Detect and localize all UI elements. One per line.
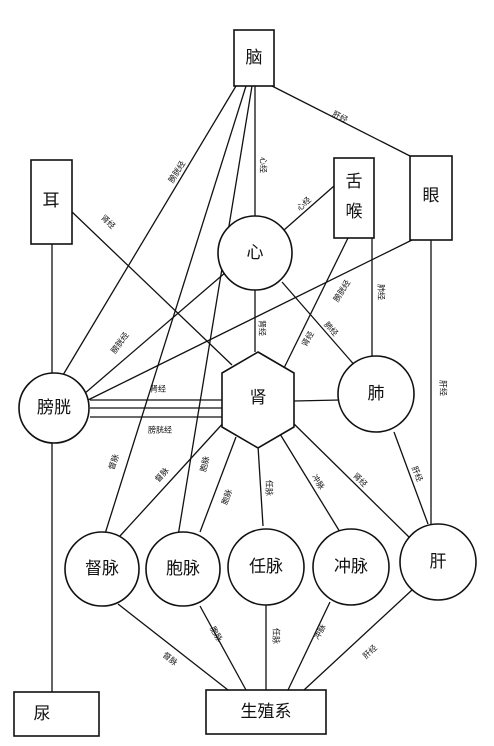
- link-dumai-reproductive: [117, 603, 229, 691]
- node-urine: 尿: [13, 691, 100, 737]
- node-du-mai-label: 督脉: [85, 559, 119, 579]
- node-tongue-label: 舌: [346, 172, 363, 192]
- connections: [51, 85, 432, 692]
- link-brain-eye: [271, 85, 411, 157]
- edge-label-kidney-renmai: 任脉: [265, 480, 275, 496]
- node-heart: 心: [217, 215, 293, 291]
- node-lung-label: 肺: [368, 384, 385, 404]
- node-reproductive: 生殖系: [205, 689, 327, 735]
- edge-label-eye-liver: 肝经: [439, 380, 449, 396]
- node-kidney: 肾: [221, 351, 295, 449]
- link-brain-dumai: [103, 85, 247, 538]
- node-bao-mai: 胞脉: [145, 531, 221, 607]
- node-ear: 耳: [30, 159, 73, 245]
- edge-label-brain-baomai: 胞脉: [198, 455, 212, 473]
- link-brain-baomai: [177, 85, 253, 537]
- link-kidney-renmai: [257, 445, 264, 527]
- node-ear-label: 耳: [43, 191, 60, 211]
- node-bladder: 膀胱: [18, 372, 90, 444]
- edge-label-renmai-reproductive: 任脉: [272, 628, 282, 644]
- edge-label-ear-kidney: 肾经: [99, 212, 117, 230]
- node-chong-mai-label: 冲脉: [334, 557, 368, 577]
- node-lung: 肺: [337, 355, 415, 433]
- node-throat-label: 喉: [346, 202, 363, 222]
- edge-label-tongue-lung: 肺经: [377, 284, 387, 300]
- edge-label-kidney-liver: 肾经: [351, 470, 369, 488]
- edge-label-brain-heart: 心经: [259, 157, 269, 173]
- link-liver-reproductive: [303, 589, 413, 691]
- link-brain-bladder: [59, 85, 237, 381]
- edge-label-heart-lung: 肺经: [322, 319, 340, 338]
- node-eye: 眼: [409, 155, 453, 241]
- node-bladder-label: 膀胱: [37, 398, 71, 418]
- edge-label-kidney-dumai: 督脉: [153, 465, 171, 484]
- link-tongue-kidney: [283, 237, 349, 369]
- edge-label-bladder-kidney-bottom: 膀胱经: [148, 425, 172, 435]
- link-kidney-dumai: [119, 419, 227, 537]
- link-chongmai-reproductive: [287, 601, 331, 691]
- edge-label-kidney-chongmai: 冲脉: [310, 472, 327, 491]
- node-kidney-label: 肾: [250, 388, 267, 408]
- edge-label-brain-eye: 肝经: [331, 108, 350, 124]
- node-tongue-throat: 舌 喉: [333, 157, 375, 239]
- link-kidney-chongmai: [279, 433, 341, 533]
- link-tongue-heart: [283, 185, 335, 231]
- edge-label-eye-bladder: 膀胱经: [331, 278, 352, 304]
- node-chong-mai: 冲脉: [312, 528, 390, 606]
- edge-label-dumai-reproductive: 督脉: [161, 650, 180, 668]
- link-kidney-liver: [289, 419, 413, 541]
- link-heart-lung: [281, 281, 358, 369]
- edge-label-bladder-kidney-top: 肾经: [150, 384, 166, 394]
- node-reproductive-label: 生殖系: [241, 702, 292, 722]
- link-baomai-reproductive: [199, 605, 247, 691]
- node-eye-label: 眼: [423, 186, 440, 206]
- edge-label-brain-dumai: 督脉: [106, 453, 120, 471]
- node-brain: 脑: [233, 29, 275, 87]
- node-ren-mai: 任脉: [227, 528, 305, 606]
- edge-label-tongue-heart: 心经: [294, 195, 313, 213]
- node-bao-mai-label: 胞脉: [166, 559, 200, 579]
- node-ren-mai-label: 任脉: [249, 557, 283, 577]
- link-kidney-baomai: [199, 436, 237, 533]
- edge-label-chongmai-reproductive: 冲脉: [311, 622, 327, 641]
- edge-label-liver-reproductive: 肝经: [360, 643, 379, 661]
- edge-label-heart-kidney: 肾经: [258, 320, 268, 336]
- edge-label-baomai-reproductive: 胞脉: [208, 624, 225, 643]
- link-heart-bladder: [83, 271, 227, 395]
- node-liver: 肝: [399, 523, 477, 601]
- node-heart-label: 心: [247, 243, 264, 263]
- edge-label-kidney-baomai: 胞脉: [219, 488, 234, 506]
- link-kidney-lung: [293, 399, 341, 402]
- node-liver-label: 肝: [430, 552, 447, 572]
- link-eye-bladder: [87, 239, 413, 401]
- node-brain-label: 脑: [246, 48, 263, 68]
- link-ear-kidney: [69, 209, 233, 366]
- edge-label-heart-bladder: 膀胱经: [108, 330, 130, 355]
- node-urine-label: 尿: [34, 704, 51, 724]
- link-lung-liver: [393, 431, 429, 525]
- node-du-mai: 督脉: [64, 531, 140, 607]
